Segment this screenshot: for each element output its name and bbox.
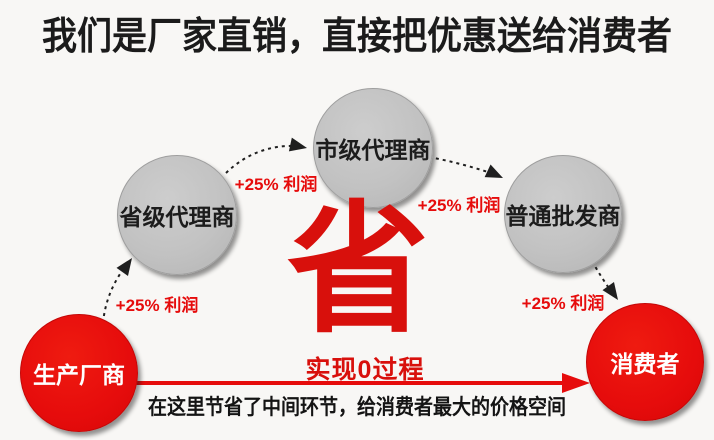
- zero-process-subtitle: 实现0过程: [305, 356, 425, 384]
- node-manufacturer: 生产厂商: [20, 314, 138, 432]
- arrowhead-icon: [484, 164, 503, 178]
- arrowhead-icon: [288, 137, 307, 152]
- node-label: 普通批发商: [505, 203, 621, 229]
- node-wholesaler: 普通批发商: [504, 155, 622, 273]
- arrowhead-icon: [602, 282, 618, 300]
- node-city-agent: 市级代理商: [313, 88, 433, 208]
- node-provincial-agent: 省级代理商: [117, 155, 237, 275]
- page-title: 我们是厂家直销，直接把优惠送给消费者: [41, 15, 672, 58]
- dashed-arrow-manufacturer-to-provincial: [102, 266, 126, 324]
- node-label: 省级代理商: [119, 204, 235, 230]
- dashed-arrow-city-to-wholesaler: [428, 156, 495, 175]
- node-label: 消费者: [610, 351, 680, 377]
- big-save-character: 省: [287, 191, 429, 350]
- node-label: 市级代理商: [315, 137, 431, 163]
- arrowhead-icon: [116, 258, 132, 276]
- profit-label-3: +25% 利润: [417, 196, 501, 215]
- bottom-note: 在这里节省了中间环节，给消费者最大的价格空间: [148, 396, 567, 420]
- profit-label-1: +25% 利润: [115, 296, 199, 315]
- profit-label-4: +25% 利润: [521, 294, 605, 313]
- node-consumer: 消费者: [586, 303, 704, 421]
- node-label: 生产厂商: [33, 362, 125, 388]
- profit-label-2: +25% 利润: [234, 175, 318, 194]
- direct-red-arrowhead-icon: [562, 373, 590, 393]
- dashed-arrow-provincial-to-city: [225, 144, 299, 174]
